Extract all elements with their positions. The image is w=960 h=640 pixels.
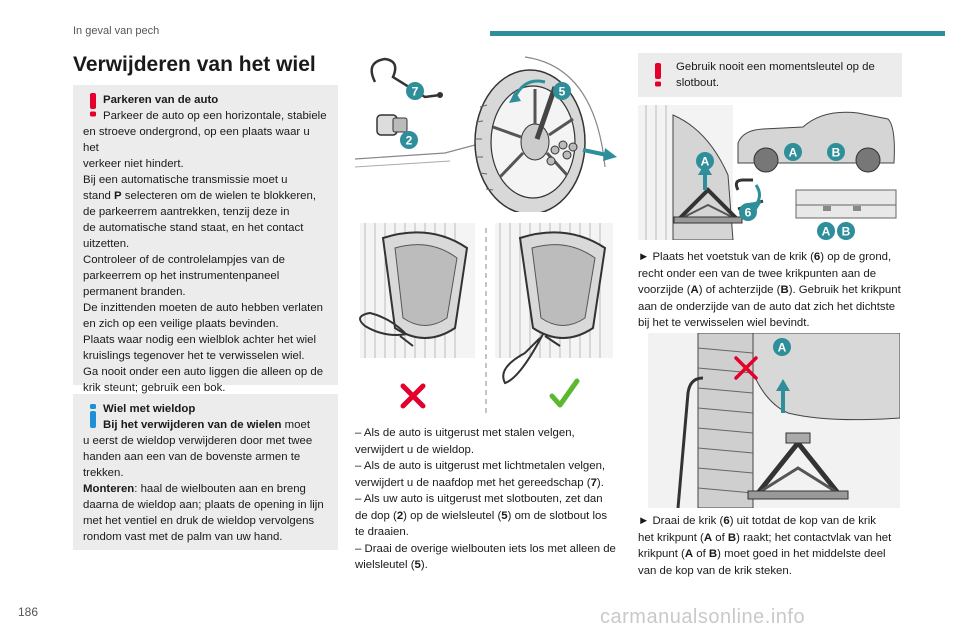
step-line: – Als de auto is uitgerust met stalen ve…	[355, 427, 575, 439]
warning-line: en zich op een veilige plaats bevinden.	[83, 318, 279, 330]
step-line: recht onder een van de twee krikpunten a…	[638, 267, 877, 280]
watermark: carmanualsonline.info	[600, 606, 806, 628]
page-title: Verwijderen van het wiel	[73, 53, 316, 76]
warning-exclamation-icon	[90, 93, 96, 117]
label-2: 2	[406, 134, 413, 148]
warning-line: permanent branden.	[83, 286, 186, 298]
label-A: A	[822, 225, 831, 239]
label-B: B	[842, 225, 851, 239]
warning-line: uitzetten.	[83, 238, 130, 250]
label-A: A	[778, 341, 787, 355]
info-line: handen aan een van de bovenste armen te	[83, 451, 301, 463]
warning-line: krik steunt; gebruik een bok.	[83, 382, 226, 394]
label-B: B	[832, 146, 841, 160]
info-line: trekken.	[83, 467, 124, 479]
wheel-removal-illustration: 7 5 2	[355, 47, 617, 212]
warning-line: de automatische stand staat, en het cont…	[83, 222, 304, 234]
info-line: met het ventiel en druk de wieldop vervo…	[83, 515, 315, 527]
info-heading: Wiel met wieldop	[103, 403, 196, 415]
step-line: van de kop van de krik steken.	[638, 564, 792, 577]
warning-line: Bij een automatische transmissie moet u	[83, 174, 288, 186]
wrong-cross-icon	[734, 356, 758, 380]
warning-line: parkeerrem op het instrumentenpaneel	[83, 270, 280, 282]
label-5: 5	[559, 85, 566, 99]
info-emphasis: Monteren	[83, 483, 135, 495]
label-6: 6	[745, 206, 752, 220]
step-line: bij het te verwisselen wiel bevindt.	[638, 317, 810, 329]
warning-line: slotbout.	[676, 77, 720, 89]
warning-line: stand P selecteren om de wielen te blokk…	[83, 190, 317, 202]
warning-line: De inzittenden moeten de auto hebben ver…	[83, 302, 324, 314]
warning-box-torque: Gebruik nooit een momentsleutel op de sl…	[638, 53, 902, 97]
warning-line: kruislings tegenover het te verwisselen …	[83, 350, 305, 362]
step-line: ► Plaats het voetstuk van de krik (6) op…	[638, 251, 892, 263]
step-line: verwijdert u de wieldop.	[355, 443, 475, 456]
warning-line: Controleer of de controlelampjes van de	[83, 254, 285, 266]
correct-check-icon	[549, 378, 580, 408]
info-line: u eerst de wieldop verwijderen door met …	[83, 435, 313, 447]
jack-under-car-illustration: A	[648, 333, 900, 508]
info-box-hubcap: Wiel met wieldop Bij het verwijderen van…	[73, 394, 338, 550]
step-line: aan de onderzijde van de auto dat zich h…	[638, 300, 896, 313]
step-line: ► Draai de krik (6) uit totdat de kop va…	[638, 515, 876, 527]
warning-line: Plaats waar nodig een wielblok achter he…	[83, 334, 317, 346]
steps-middle-column: – Als de auto is uitgerust met stalen ve…	[355, 425, 625, 574]
info-text: : haal de wielbouten aan en breng	[134, 483, 306, 495]
warning-line: Gebruik nooit een momentsleutel op de	[676, 61, 875, 73]
info-text: moet	[281, 419, 311, 431]
wrong-cross-icon	[400, 383, 426, 409]
step-line: krikpunt (A of B) moet goed in het midde…	[638, 548, 886, 560]
running-header: In geval van pech	[73, 25, 160, 37]
info-emphasis: Bij het verwijderen van de wielen	[103, 419, 282, 431]
label-7: 7	[412, 85, 419, 99]
warning-line: Parkeer de auto op een horizontale, stab…	[103, 110, 327, 122]
info-icon	[90, 404, 96, 428]
info-line: daarna de wieldop aan; plaats de opening…	[83, 499, 324, 511]
step-line: te draaien.	[355, 526, 409, 538]
info-line: rondom vast met de palm van uw hand.	[83, 531, 283, 543]
step-line: – Als uw auto is uitgerust met slotboute…	[355, 493, 603, 505]
warning-box-parking: Parkeren van de auto Parkeer de auto op …	[73, 85, 338, 394]
page-number: 186	[18, 605, 39, 619]
step-line: voorzijde (A) of achterzijde (B). Gebrui…	[638, 284, 901, 296]
step-place-jack: ► Plaats het voetstuk van de krik (6) op…	[638, 249, 913, 332]
label-A: A	[789, 146, 798, 160]
step-raise-jack: ► Draai de krik (6) uit totdat de kop va…	[638, 513, 913, 579]
step-line: de dop (2) op de wielsleutel (5) om de s…	[355, 509, 608, 522]
warning-line: en stroeve ondergrond, op een plaats waa…	[83, 126, 310, 154]
warning-exclamation-icon	[655, 63, 661, 87]
step-line: wielsleutel (5).	[355, 559, 428, 571]
warning-body: Parkeer de auto op een horizontale, stab…	[83, 108, 328, 396]
jack-points-illustration: A 6 A B A B	[638, 105, 902, 240]
warning-line: de parkeerrem aantrekken, tenzij deze in	[83, 206, 290, 218]
warning-heading: Parkeren van de auto	[103, 94, 219, 106]
header-accent-bar	[490, 31, 945, 36]
step-line: het krikpunt (A of B) raakt; het contact…	[638, 531, 892, 544]
step-line: – Draai de overige wielbouten iets los m…	[355, 542, 616, 555]
step-line: – Als de auto is uitgerust met lichtmeta…	[355, 460, 606, 472]
hubcap-removal-illustration	[355, 218, 617, 413]
warning-line: Ga nooit onder een auto liggen die allee…	[83, 366, 324, 378]
label-A: A	[701, 155, 710, 169]
step-line: verwijdert u de naafdop met het gereedsc…	[355, 476, 604, 489]
warning-line: verkeer niet hindert.	[83, 158, 184, 170]
